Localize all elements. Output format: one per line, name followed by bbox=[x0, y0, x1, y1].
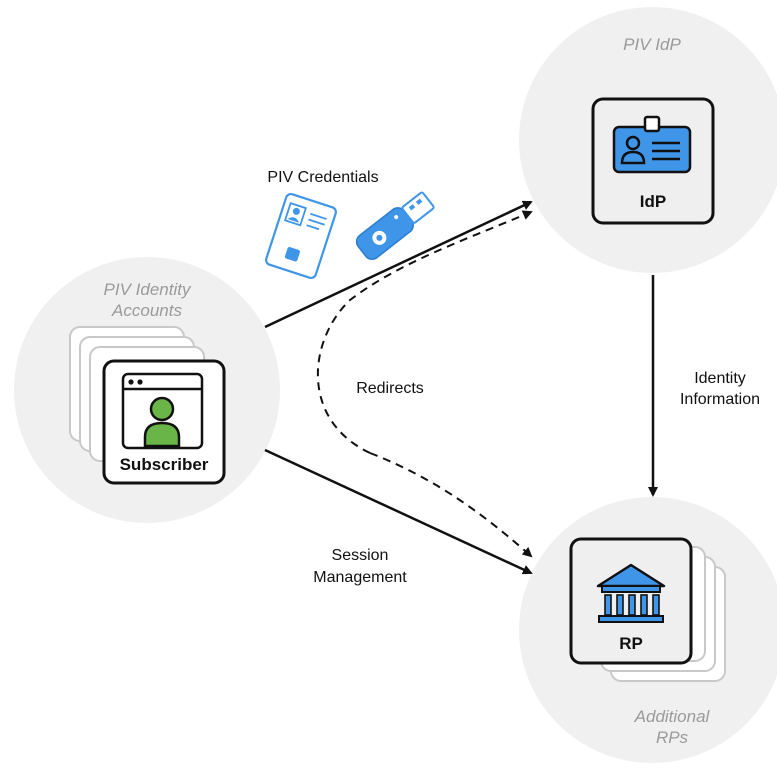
rp-caption-line1: Additional bbox=[634, 707, 711, 726]
rp-label: RP bbox=[619, 634, 643, 653]
session-management-label-line2: Management bbox=[313, 569, 407, 586]
piv-credentials-label: PIV Credentials bbox=[267, 169, 378, 186]
subscriber-caption-line2: Accounts bbox=[111, 301, 182, 320]
idp-label: IdP bbox=[640, 192, 666, 211]
redirects-arrow-to-idp bbox=[316, 210, 533, 454]
rp-node: RP bbox=[569, 537, 693, 665]
security-key-icon bbox=[355, 191, 435, 260]
idp-node: IdP bbox=[591, 97, 715, 225]
subscriber-caption-line1: PIV Identity bbox=[104, 280, 192, 299]
identity-information-label-line1: Identity bbox=[694, 370, 746, 387]
identity-information-label-line2: Information bbox=[680, 391, 760, 408]
rp-caption-line2: RPs bbox=[656, 728, 689, 747]
piv-card-icon bbox=[265, 192, 337, 280]
idp-caption: PIV IdP bbox=[623, 35, 681, 54]
subscriber-label: Subscriber bbox=[120, 455, 209, 474]
redirects-arrow-to-rp bbox=[369, 452, 533, 558]
session-management-label-line1: Session bbox=[332, 547, 389, 564]
arrow-subscriber-to-rp bbox=[264, 448, 533, 575]
arrow-subscriber-to-idp bbox=[264, 200, 533, 329]
redirects-label: Redirects bbox=[356, 380, 424, 397]
subscriber-node: Subscriber bbox=[102, 359, 226, 485]
bank-building-icon bbox=[596, 563, 666, 623]
id-badge-icon bbox=[612, 115, 692, 174]
user-browser-icon bbox=[121, 372, 204, 450]
